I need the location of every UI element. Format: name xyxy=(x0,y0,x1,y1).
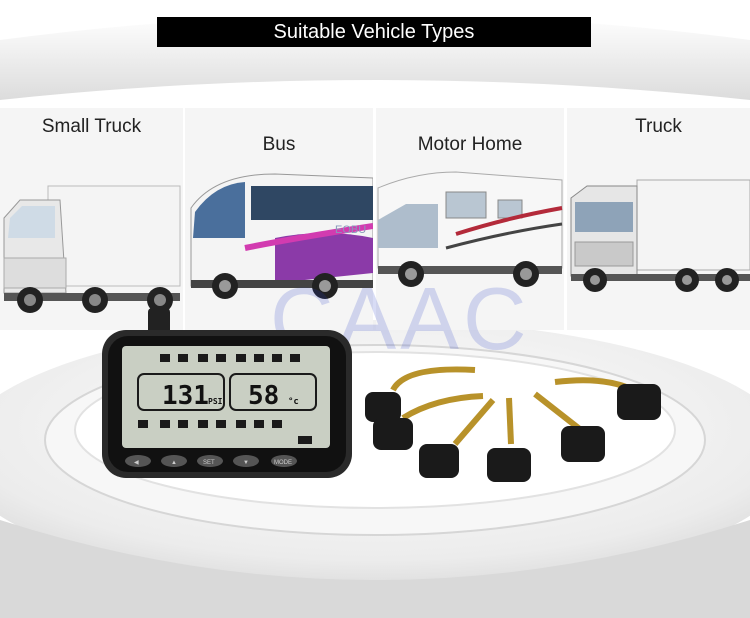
tire-sensor xyxy=(419,398,496,478)
vehicle-label: Bus xyxy=(262,134,296,155)
vehicle-panel-motor-home: Motor Home xyxy=(376,108,564,330)
tire-sensor xyxy=(533,391,605,462)
vehicle-panel-truck: Truck xyxy=(567,108,750,330)
tire-sensor-set xyxy=(365,366,661,482)
bus-decal: EOBU xyxy=(335,224,366,236)
pressure-unit: PSI xyxy=(208,397,223,406)
down-button[interactable] xyxy=(233,455,259,467)
tire-sensor xyxy=(365,366,476,422)
antenna xyxy=(148,308,170,336)
up-button-label: ▲ xyxy=(171,460,177,466)
tpms-monitor: 131 PSI 58 °c ◀ ▲ SET ▼ MODE xyxy=(102,308,352,478)
set-button[interactable] xyxy=(197,455,223,467)
bus-image: EOBU xyxy=(190,173,373,299)
down-button-label: ▼ xyxy=(243,460,249,466)
motor-home-image xyxy=(377,171,563,287)
temperature-readout: 58 xyxy=(248,381,279,411)
mode-button-label: MODE xyxy=(274,460,292,466)
up-button[interactable] xyxy=(161,455,187,467)
vehicle-label: Truck xyxy=(635,116,682,137)
pressure-readout: 131 xyxy=(162,381,209,411)
tire-sensor xyxy=(487,397,531,482)
truck-image xyxy=(570,179,750,292)
left-button-label: ◀ xyxy=(134,460,139,466)
tire-sensor xyxy=(373,393,484,450)
vehicle-panel-bus: Bus EOBU xyxy=(185,108,373,330)
battery-icon xyxy=(298,436,312,444)
small-truck-image xyxy=(3,185,181,313)
set-button-label: SET xyxy=(203,460,215,466)
page-title: Suitable Vehicle Types xyxy=(157,17,591,47)
vehicle-label: Small Truck xyxy=(41,116,142,137)
temperature-unit: °c xyxy=(288,397,299,407)
button-row: ◀ ▲ SET ▼ MODE xyxy=(125,455,297,467)
vehicle-label: Motor Home xyxy=(417,134,523,155)
vehicle-panel-small-truck: Small Truck xyxy=(0,108,183,330)
mode-button[interactable] xyxy=(271,455,297,467)
tire-sensor xyxy=(554,377,661,420)
left-button[interactable] xyxy=(125,455,151,467)
